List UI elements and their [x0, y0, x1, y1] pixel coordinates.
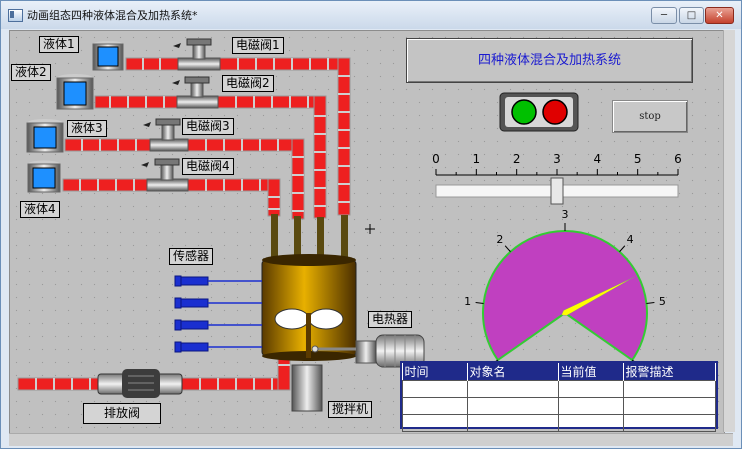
source-tank-3 [26, 119, 64, 153]
electric-heater [311, 334, 425, 368]
mixer-motor [291, 364, 323, 412]
sensor-label: 传感器 [169, 248, 214, 265]
heater-label: 电热器 [368, 311, 413, 328]
mixer-label: 搅拌机 [328, 401, 373, 418]
col-current-value: 当前值 [558, 363, 624, 381]
system-title: 四种液体混合及加热系统 [406, 38, 693, 83]
solenoid-valve-1[interactable] [173, 38, 221, 71]
gauge-tick-label: 2 [496, 232, 504, 246]
status-strip [9, 433, 733, 446]
mixing-tank [261, 254, 357, 361]
slider-thumb[interactable] [550, 177, 564, 205]
red-light [542, 99, 568, 125]
title-bar: 动画组态四种液体混合及加热系统* ─ □ ✕ [1, 1, 741, 29]
slider-tick-label: 4 [593, 152, 602, 166]
table-row [402, 414, 716, 432]
slider-tick-label: 0 [432, 152, 440, 166]
gauge-tick-label: 4 [626, 232, 634, 246]
stop-button[interactable]: stop [612, 100, 688, 133]
vertical-scrollbar[interactable] [723, 30, 735, 432]
col-alarm-desc: 报警描述 [623, 363, 716, 381]
slider-tick-label: 6 [674, 152, 682, 166]
table-row [402, 397, 716, 415]
tank-2-label: 液体2 [11, 64, 51, 81]
slider-tick-label: 3 [553, 152, 561, 166]
drain-valve-label: 排放阀 [83, 403, 162, 424]
gauge-tick-label: 1 [464, 294, 472, 308]
slider-tick-label: 1 [472, 152, 481, 166]
tank-3-label: 液体3 [67, 120, 107, 137]
level-slider[interactable] [435, 169, 679, 205]
source-tank-2 [56, 74, 94, 110]
process-diagram [17, 38, 679, 412]
app-icon [8, 9, 23, 22]
table-row [402, 380, 716, 398]
solenoid-valve-4[interactable] [141, 158, 189, 192]
minimize-button[interactable]: ─ [651, 7, 677, 24]
valve-4-label: 电磁阀4 [182, 158, 234, 175]
window-title: 动画组态四种液体混合及加热系统* [27, 9, 198, 22]
tank-4-label: 液体4 [20, 201, 60, 218]
level-sensors [174, 275, 262, 353]
col-object: 对象名 [467, 363, 559, 381]
gauge-tick-label: 5 [658, 294, 666, 308]
valve-1-label: 电磁阀1 [232, 37, 284, 54]
drain-valve[interactable] [97, 369, 183, 398]
slider-tick-label: 2 [512, 152, 521, 166]
solenoid-valve-3[interactable] [143, 118, 189, 152]
maximize-button[interactable]: □ [679, 7, 704, 24]
valve-3-label: 电磁阀3 [182, 118, 234, 135]
slider-tick-label: 5 [633, 152, 642, 166]
green-light [511, 99, 537, 125]
inlet-stubs [271, 214, 348, 260]
alarm-table: 时间 对象名 当前值 报警描述 [400, 361, 718, 432]
col-time: 时间 [402, 363, 468, 381]
source-tank-4 [27, 160, 61, 193]
tank-1-label: 液体1 [39, 36, 79, 53]
solenoid-valve-2[interactable] [172, 76, 219, 109]
valve-2-label: 电磁阀2 [222, 75, 274, 92]
source-tank-1 [92, 41, 124, 71]
indicator-lights [499, 92, 579, 132]
gauge-tick-label: 3 [561, 208, 569, 221]
cursor-crosshair [365, 224, 375, 234]
close-button[interactable]: ✕ [705, 7, 734, 24]
